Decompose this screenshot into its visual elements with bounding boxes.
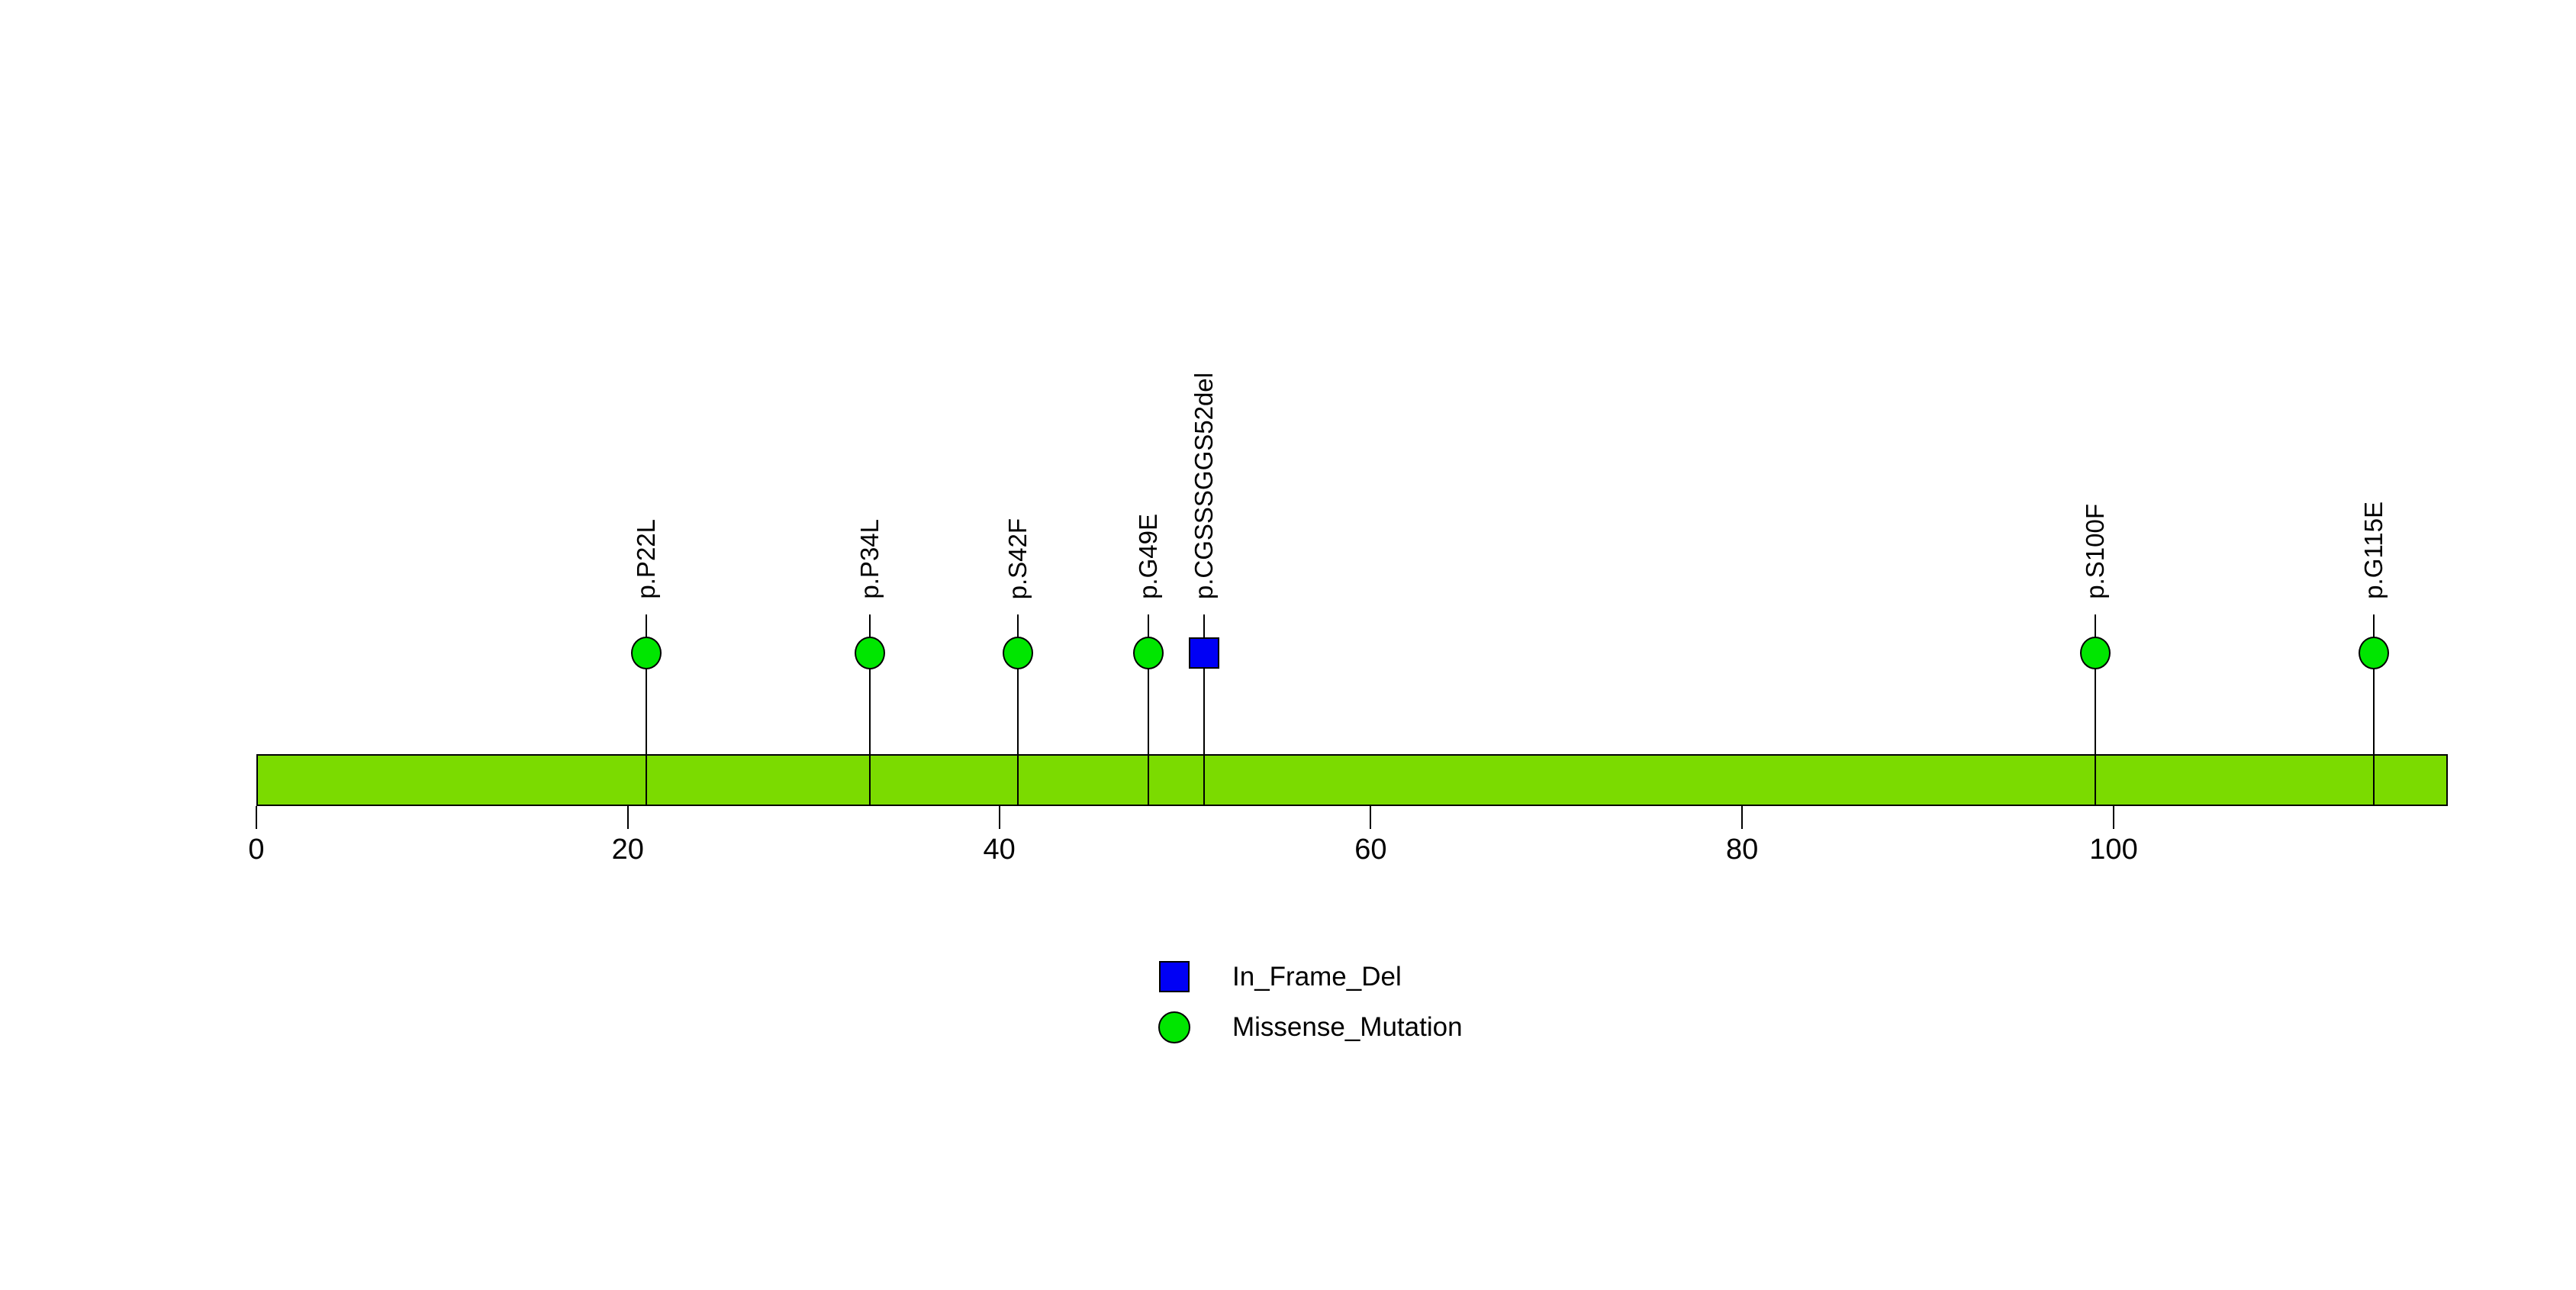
- mutation-marker-square: [1188, 637, 1219, 669]
- axis-tick: [626, 806, 629, 829]
- lollipop-stem: [868, 614, 871, 806]
- mutation-marker-circle: [631, 636, 662, 669]
- mutation-label: p.G115E: [2359, 501, 2388, 599]
- axis-tick-label: 20: [611, 834, 644, 866]
- mutation-label: p.S100F: [2081, 504, 2110, 599]
- mutation-label: p.P22L: [632, 519, 661, 599]
- legend-label-missense-mutation: Missense_Mutation: [1232, 1012, 1463, 1042]
- axis-tick: [998, 806, 1000, 829]
- legend-label-in-frame-del: In_Frame_Del: [1232, 962, 1402, 992]
- axis-tick: [1370, 806, 1372, 829]
- axis-tick: [256, 806, 257, 829]
- mutation-marker-circle: [2080, 636, 2111, 669]
- mutation-label: p.G49E: [1133, 514, 1162, 599]
- mutation-marker-circle: [854, 636, 885, 669]
- axis-tick-label: 60: [1354, 834, 1387, 866]
- lollipop-stem: [1147, 614, 1149, 806]
- mutation-label: p.CGSSSGGS52del: [1189, 372, 1218, 599]
- axis-tick-label: 0: [248, 834, 265, 866]
- mutation-marker-circle: [1003, 636, 1034, 669]
- axis-tick-label: 80: [1726, 834, 1759, 866]
- mutation-label: p.S42F: [1003, 518, 1032, 599]
- in-frame-del-marker-icon: [1159, 961, 1190, 992]
- axis-tick-label: 40: [983, 834, 1016, 866]
- axis-tick: [1741, 806, 1744, 829]
- mutation-marker-circle: [1132, 636, 1164, 669]
- axis-tick-label: 100: [2089, 834, 2138, 866]
- lollipop-stem: [2373, 614, 2375, 806]
- lollipop-stem: [2095, 614, 2096, 806]
- lollipop-stem: [646, 614, 648, 806]
- lollipop-stem: [1203, 614, 1205, 806]
- mutation-label: p.P34L: [855, 519, 884, 599]
- protein-backbone-bar: [256, 754, 2448, 806]
- missense-mutation-marker-icon: [1158, 1011, 1190, 1043]
- axis-tick: [2113, 806, 2114, 829]
- mutation-marker-circle: [2359, 636, 2390, 669]
- lollipop-stem: [1017, 614, 1019, 806]
